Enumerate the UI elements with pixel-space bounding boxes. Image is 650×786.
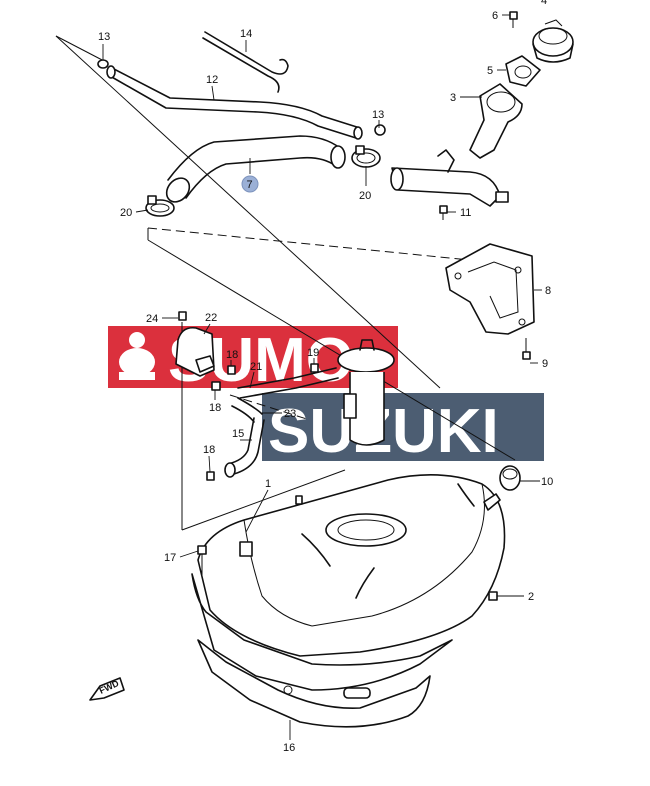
- bolt-9: [522, 338, 531, 360]
- callout-13: 13: [98, 31, 110, 43]
- clip-18-b: [211, 381, 221, 391]
- clip-14: [202, 31, 289, 93]
- callout-10: 10: [541, 476, 553, 488]
- filler-neck-3: [390, 83, 523, 207]
- callout-18-b: 18: [209, 402, 221, 414]
- hose-clamp-20-left: [145, 195, 175, 217]
- clip-13-top: [97, 59, 109, 69]
- mount-plate-5: [505, 55, 541, 87]
- callout-14: 14: [240, 28, 252, 40]
- assembly-guide-lines: [55, 35, 516, 531]
- callout-2: 2: [528, 591, 534, 603]
- clip-19: [310, 363, 319, 373]
- callout-7: 7: [247, 179, 253, 191]
- bolt-11: [439, 205, 448, 220]
- breather-hose-12: [106, 65, 363, 140]
- callout-8: 8: [545, 285, 551, 297]
- callout-15: 15: [232, 428, 244, 440]
- filler-hose-7: [165, 135, 346, 203]
- callout-3: 3: [450, 92, 456, 104]
- callout-18-c: 18: [203, 444, 215, 456]
- callout-7-highlight: 7: [241, 175, 259, 193]
- callout-17: 17: [164, 552, 176, 564]
- sumo-wrestler-logo-icon: [119, 332, 155, 380]
- fuel-cap-4: [532, 19, 574, 63]
- callout-16: 16: [283, 742, 295, 754]
- fuel-pump-assembly: [337, 339, 395, 446]
- callout-18: 18: [226, 349, 238, 361]
- filler-bracket-8: [445, 243, 535, 335]
- bolt-6: [509, 11, 518, 28]
- callout-4: 4: [541, 0, 547, 7]
- callout-24: 24: [146, 313, 158, 325]
- clip-18-c: [206, 471, 215, 481]
- clip-18-a: [227, 365, 236, 375]
- callout-13-b: 13: [372, 109, 384, 121]
- clip-13-mid: [374, 124, 386, 136]
- bolt-2: [488, 591, 498, 601]
- callout-leaders: [102, 14, 542, 740]
- forward-arrow-icon: FWD: [89, 677, 125, 701]
- fuel-tank-1: [197, 474, 506, 657]
- callout-20: 20: [120, 207, 132, 219]
- hose-21: [237, 367, 339, 399]
- callout-11: 11: [460, 207, 471, 219]
- callout-22: 22: [205, 312, 217, 324]
- tank-guard-16: [191, 573, 453, 728]
- bracket-22: [175, 326, 215, 377]
- callout-5: 5: [487, 65, 493, 77]
- bolt-17: [197, 545, 207, 578]
- callout-20-b: 20: [359, 190, 371, 202]
- callout-1: 1: [265, 478, 271, 490]
- callout-6: 6: [492, 10, 498, 22]
- callout-23: 23: [284, 408, 296, 420]
- callout-labels: 13 14 12 6 4 5 3 13 7 20 20 11 8 9 24 22…: [98, 0, 553, 754]
- bolt-24: [178, 311, 187, 321]
- hose-clamp-20-right: [351, 145, 381, 168]
- hose-15: [224, 417, 265, 478]
- hose-23: [231, 397, 263, 423]
- callout-12: 12: [206, 74, 218, 86]
- grommet-10: [499, 465, 521, 491]
- callout-9: 9: [542, 358, 548, 370]
- callout-21: 21: [250, 361, 262, 373]
- callout-19: 19: [307, 347, 319, 359]
